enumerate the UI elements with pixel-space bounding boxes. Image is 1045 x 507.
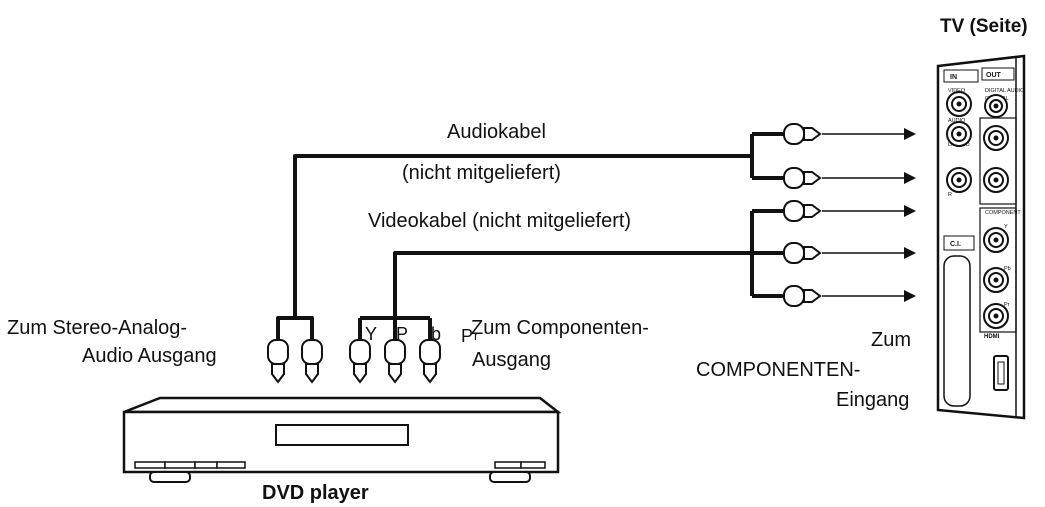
tv-jack-component-y (983, 227, 1009, 253)
tv-jack-component-pr (983, 303, 1009, 329)
component-in-label-3: Eingang (836, 389, 909, 411)
audio-cable-label-1: Audiokabel (447, 121, 546, 143)
rca-plug-dvd-pr (419, 339, 441, 384)
tv-pr-label: Pr (1004, 302, 1010, 308)
tv-in-label: IN (950, 74, 957, 81)
video-cable-label: Videokabel (nicht mitgeliefert) (368, 210, 631, 232)
audio-cable (293, 132, 784, 318)
tv-jack-audio-r (946, 167, 972, 193)
tv-jack-audio-out-l (983, 125, 1009, 151)
tv-title: TV (Seite) (940, 16, 1028, 37)
rca-plug-dvd-pb (384, 339, 406, 384)
rca-plug-dvd-audio-r (301, 339, 323, 384)
tv-digital-audio-label: DIGITAL AUDIO (985, 88, 1025, 94)
rca-plug-dvd-audio-l (267, 339, 289, 384)
tv-out-label: OUT (986, 72, 1002, 79)
rca-plug-video-y (783, 200, 916, 222)
component-out-label-2: Ausgang (472, 349, 551, 371)
tv-jack-video (946, 91, 972, 117)
tv-pb-label: Pb (1004, 266, 1011, 272)
tv-jack-audio-l (946, 121, 972, 147)
tv-jack-coaxial (984, 94, 1008, 118)
tv-r-label: R (948, 192, 952, 198)
tv-video-label: VIDEO (948, 88, 966, 94)
video-cable-fan (358, 316, 432, 340)
stereo-out-label-2: Audio Ausgang (82, 345, 217, 367)
dvd-player-icon (122, 396, 562, 483)
video-cable (393, 209, 784, 318)
tv-y-label: Y (1004, 224, 1008, 230)
tv-ci-label: C.I. (950, 241, 961, 248)
tv-jack-component-pb (983, 267, 1009, 293)
jack-r-label: r (474, 328, 479, 343)
jack-y-label: Y (365, 324, 377, 344)
component-in-label-2: COMPONENTEN- (696, 359, 860, 381)
audio-cable-label-2: (nicht mitgeliefert) (402, 162, 561, 184)
jack-b-label: b (431, 324, 441, 344)
rca-plug-video-pr (783, 285, 916, 307)
rca-plug-audio-r (783, 167, 916, 189)
jack-pr-label: P (461, 326, 473, 346)
audio-cable-fan (276, 316, 314, 340)
dvd-player-label: DVD player (262, 482, 369, 504)
rca-plug-dvd-y (349, 339, 371, 384)
tv-jack-audio-out-r (983, 167, 1009, 193)
tv-component-label: COMPONENT (985, 210, 1021, 216)
rca-plug-video-pb (783, 242, 916, 264)
component-out-label-1: Zum Componenten- (471, 317, 649, 339)
tv-side-panel: IN OUT DIGITAL AUDIO VIDEO COAXIAL AUDIO… (936, 54, 1026, 420)
tv-ci-slot (943, 255, 971, 407)
component-in-label-1: Zum (871, 329, 911, 351)
stereo-out-label-1: Zum Stereo-Analog- (7, 317, 187, 339)
tv-audio-label: AUDIO (948, 118, 966, 124)
tv-hdmi-label: HDMI (984, 334, 1000, 340)
jack-p-label: P (396, 324, 408, 344)
rca-plug-audio-l (783, 123, 916, 145)
